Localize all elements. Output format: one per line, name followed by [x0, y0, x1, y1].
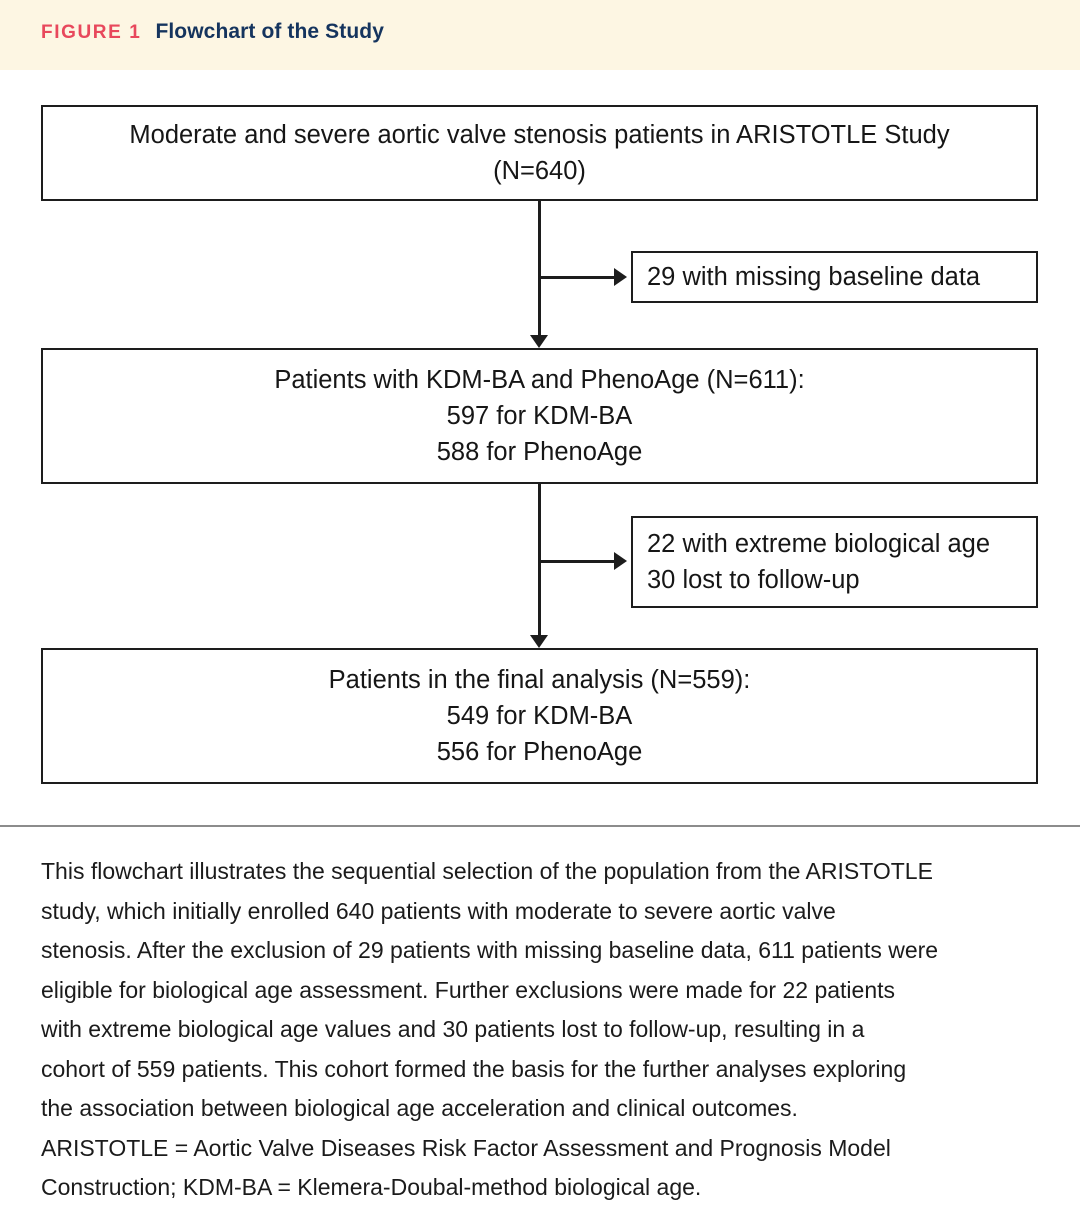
- arrow-down-icon-to-final: [530, 635, 548, 648]
- flow-node-exclusion-1-line-1: 29 with missing baseline data: [647, 262, 981, 291]
- caption-line-1: This flowchart illustrates the sequentia…: [41, 858, 933, 884]
- flow-node-final-analysis: Patients in the final analysis (N=559): …: [41, 648, 1038, 784]
- figure-number-label: FIGURE 1: [41, 22, 142, 43]
- connector-population-to-exclusion-1: [538, 276, 616, 279]
- flow-node-exclusion-2-line-1: 22 with extreme biological age: [647, 529, 991, 558]
- arrow-right-icon-to-exclusion-1: [614, 268, 627, 286]
- study-flowchart: Moderate and severe aortic valve stenosi…: [0, 70, 1080, 825]
- flow-node-population-line-2: (N=640): [493, 157, 586, 185]
- connector-population-to-eligible: [538, 201, 541, 337]
- figure-header-text: FIGURE 1 Flowchart of the Study: [41, 21, 384, 42]
- flow-node-final-analysis-line-1: Patients in the final analysis (N=559):: [328, 665, 751, 694]
- flow-node-eligible: Patients with KDM-BA and PhenoAge (N=611…: [41, 348, 1038, 484]
- caption-line-4: eligible for biological age assessment. …: [41, 976, 895, 1003]
- arrow-down-icon-to-eligible: [530, 335, 548, 348]
- arrow-right-icon-to-exclusion-2: [614, 552, 627, 570]
- caption-line-2: study, which initially enrolled 640 pati…: [41, 897, 836, 924]
- caption-line-8: ARISTOTLE = Aortic Valve Diseases Risk F…: [41, 1134, 891, 1161]
- figure-caption: This flowchart illustrates the sequentia…: [41, 852, 1041, 1208]
- flow-node-eligible-line-2: 597 for KDM-BA: [446, 401, 633, 430]
- caption-divider: [0, 825, 1080, 827]
- caption-line-3: stenosis. After the exclusion of 29 pati…: [41, 937, 939, 963]
- flow-node-population-line-1: Moderate and severe aortic valve stenosi…: [129, 120, 950, 149]
- flow-node-eligible-line-3: 588 for PhenoAge: [436, 438, 643, 467]
- figure-title: Flowchart of the Study: [155, 20, 384, 43]
- flow-node-exclusion-2: 22 with extreme biological age 30 lost t…: [631, 516, 1038, 608]
- caption-line-5: with extreme biological age values and 3…: [41, 1016, 865, 1042]
- figure-header-banner: FIGURE 1 Flowchart of the Study: [0, 0, 1080, 70]
- connector-eligible-to-exclusion-2: [538, 560, 616, 563]
- caption-line-7: the association between biological age a…: [41, 1095, 798, 1121]
- caption-line-9: Construction; KDM-BA = Klemera-Doubal-me…: [41, 1174, 702, 1200]
- flow-node-final-analysis-line-3: 556 for PhenoAge: [436, 738, 643, 767]
- caption-line-6: cohort of 559 patients. This cohort form…: [41, 1055, 907, 1082]
- flow-node-final-analysis-line-2: 549 for KDM-BA: [446, 701, 633, 730]
- flow-node-exclusion-1: 29 with missing baseline data: [631, 251, 1038, 303]
- flow-node-eligible-line-1: Patients with KDM-BA and PhenoAge (N=611…: [274, 365, 805, 394]
- flow-node-exclusion-2-line-2: 30 lost to follow-up: [647, 566, 860, 594]
- flow-node-population: Moderate and severe aortic valve stenosi…: [41, 105, 1038, 201]
